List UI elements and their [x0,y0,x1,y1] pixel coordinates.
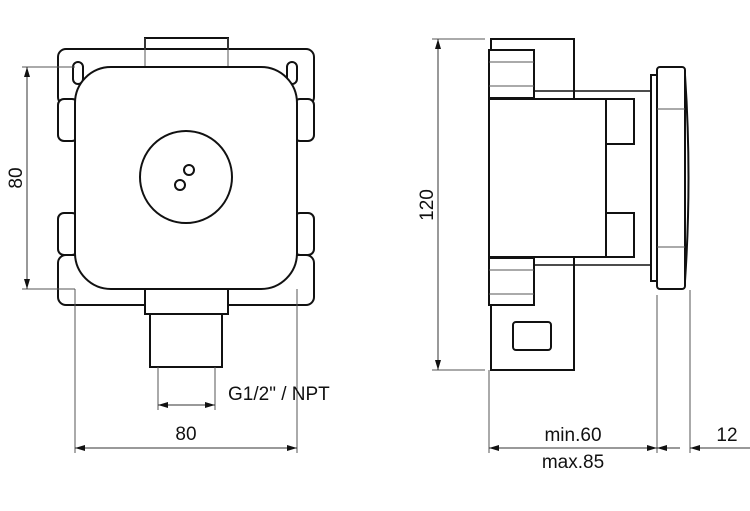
slot-left [72,61,84,85]
dim-side-depth: min.60 max.85 12 [488,290,750,473]
dial [139,130,233,224]
back-bracket-bottom [488,257,535,306]
valve-body [488,98,607,258]
dim-side-height: 120 [417,38,485,371]
height-label: 80 [6,167,27,188]
cover-flange [656,66,686,290]
width-label: 80 [175,424,196,445]
depth-max-label: max.85 [542,452,604,473]
thread-label: G1/2" / NPT [228,384,330,405]
depth-min-label: min.60 [544,425,601,446]
back-bracket-top [488,49,535,99]
knob-top [605,98,635,145]
screw [183,164,195,176]
outlet-base [144,288,229,315]
knob-bottom [605,212,635,258]
side-view [488,38,690,371]
screw [174,179,186,191]
dim-thread: G1/2" / NPT [157,367,330,410]
cover-depth-label: 12 [716,425,737,446]
window [512,321,552,351]
dim-front-width: 80 [74,289,298,453]
front-view [57,37,315,368]
side-height-label: 120 [417,189,438,221]
outlet-pipe [149,313,223,368]
dim-front-height: 80 [6,66,75,290]
